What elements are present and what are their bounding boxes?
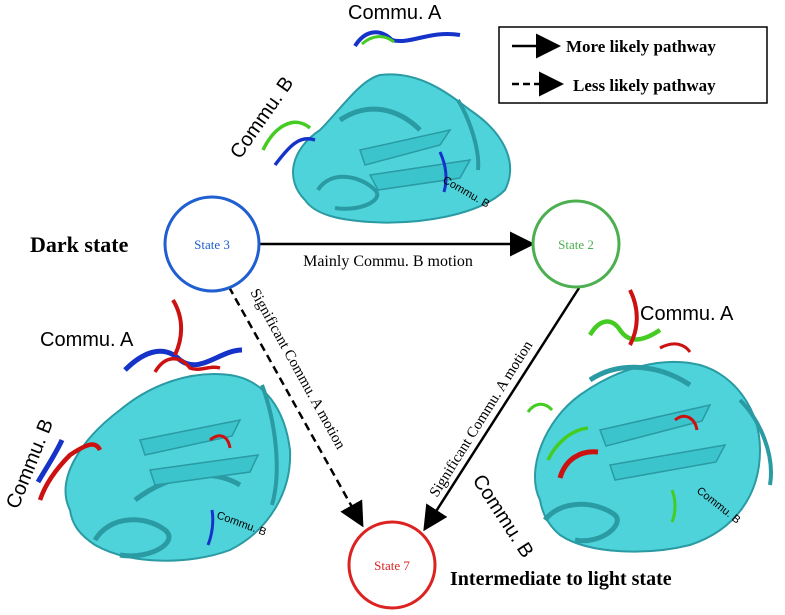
- arrow-state3-to-state7: [227, 286, 364, 528]
- intermediate-state-label: Intermediate to light state: [450, 568, 672, 590]
- state-2-circle: [531, 199, 621, 289]
- left-commu-a-label: Commu. A: [40, 329, 134, 351]
- protein-right: [526, 289, 773, 553]
- legend-solid-label: More likely pathway: [566, 37, 716, 56]
- right-commu-a-label: Commu. A: [640, 303, 734, 325]
- state-3-circle: [163, 195, 261, 293]
- top-commu-a-label: Commu. A: [348, 2, 442, 24]
- state-2-node: State 2: [531, 199, 621, 289]
- state-7-label: State 7: [374, 558, 410, 573]
- state-3-node: State 3: [163, 195, 261, 293]
- legend: More likely pathway Less likely pathway: [498, 26, 768, 104]
- state-2-label: State 2: [558, 237, 594, 252]
- state-7-circle: [347, 520, 437, 610]
- legend-dashed-label: Less likely pathway: [573, 76, 716, 95]
- arrow-state2-to-state7: [423, 287, 581, 532]
- dark-state-label: Dark state: [30, 232, 129, 257]
- protein-left: [35, 298, 292, 562]
- right-commu-b-label: Commu. B: [468, 471, 538, 562]
- protein-top: [261, 30, 511, 224]
- label-state3-to-state2: Mainly Commu. B motion: [303, 253, 473, 270]
- state-3-label: State 3: [194, 237, 230, 252]
- state-7-node: State 7: [347, 520, 437, 610]
